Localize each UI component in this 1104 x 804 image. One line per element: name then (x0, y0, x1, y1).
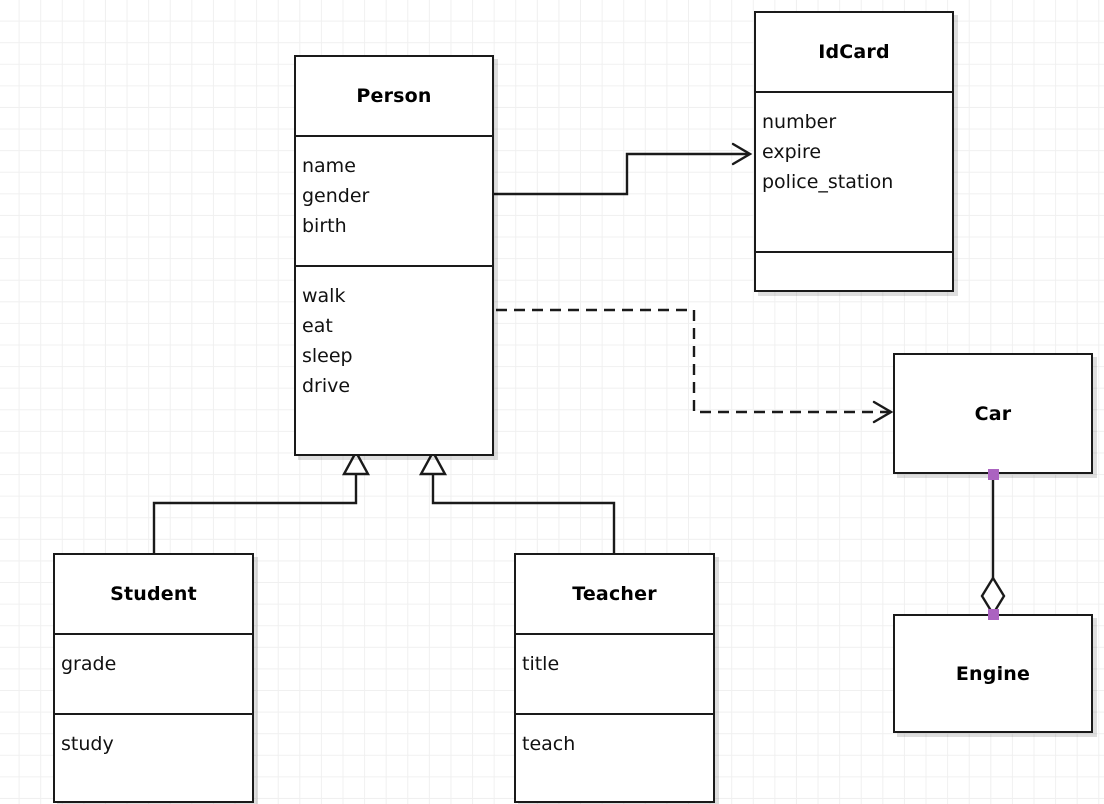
class-title-teacher: Teacher (572, 583, 657, 605)
class-title-car: Car (974, 402, 1012, 425)
method-item: study (61, 733, 114, 755)
class-title-engine: Engine (955, 662, 1031, 685)
method-item: drive (302, 375, 351, 398)
open-arrowhead-icon (731, 142, 753, 166)
dependency-person-car[interactable] (496, 308, 894, 424)
class-methods-teacher: teach (516, 713, 713, 801)
class-box-engine[interactable]: Engine (893, 614, 1093, 733)
aggregation-car-engine[interactable] (980, 474, 1006, 617)
attribute-item: title (522, 653, 560, 675)
class-attributes-person: name gender birth (296, 135, 492, 265)
attribute-item: grade (61, 653, 117, 675)
attribute-item: expire (762, 141, 822, 164)
class-methods-idcard (756, 251, 952, 290)
class-title-student: Student (110, 583, 197, 605)
class-box-student[interactable]: Student grade study (53, 553, 254, 803)
generalization-student-person[interactable] (152, 449, 371, 553)
class-attributes-student: grade (55, 633, 252, 713)
class-methods-person: walk eat sleep drive (296, 265, 492, 454)
class-box-idcard[interactable]: IdCard number expire police_station (754, 11, 954, 292)
method-item: walk (302, 285, 346, 307)
attribute-item: name (302, 155, 356, 177)
attribute-item: birth (302, 215, 347, 238)
class-box-teacher[interactable]: Teacher title teach (514, 553, 715, 803)
method-item: sleep (302, 345, 353, 368)
edge-handle-target[interactable] (988, 609, 999, 620)
class-title-person: Person (356, 85, 432, 107)
class-attributes-teacher: title (516, 633, 713, 713)
association-person-idcard[interactable] (494, 142, 753, 196)
class-attributes-idcard: number expire police_station (756, 91, 952, 251)
attribute-item: number (762, 111, 837, 133)
method-item: eat (302, 315, 333, 338)
generalization-teacher-person[interactable] (418, 449, 616, 553)
class-title-idcard: IdCard (818, 41, 890, 63)
class-methods-student: study (55, 713, 252, 801)
open-arrowhead-icon (872, 400, 894, 424)
method-item: teach (522, 733, 576, 755)
class-box-car[interactable]: Car (893, 353, 1093, 474)
attribute-item: police_station (762, 171, 894, 194)
edge-handle-source[interactable] (988, 469, 999, 480)
attribute-item: gender (302, 185, 370, 208)
class-box-person[interactable]: Person name gender birth walk eat sleep … (294, 55, 494, 456)
